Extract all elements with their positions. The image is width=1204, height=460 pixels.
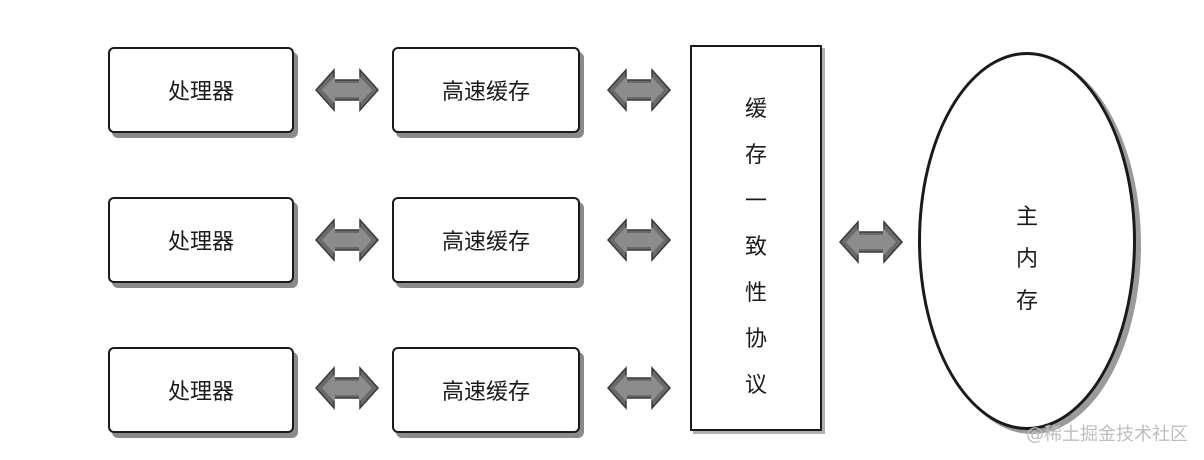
protocol-char: 议 [744,373,767,398]
cache-coherence-protocol-box: 缓 存 一 致 性 协 议 [690,45,822,431]
cache-box-2: 高速缓存 [392,197,580,283]
memory-char: 内 [1015,247,1038,272]
protocol-char: 一 [744,189,767,214]
protocol-char: 致 [744,235,767,260]
memory-char: 存 [1015,289,1038,314]
main-memory-ellipse: 主 内 存 [918,52,1136,430]
cache-label: 高速缓存 [441,380,530,405]
double-arrow-icon [839,221,903,263]
protocol-char: 协 [744,327,767,352]
processor-label: 处理器 [167,80,234,105]
protocol-vertical-label: 缓 存 一 致 性 协 议 [692,87,820,409]
double-arrow-icon [607,367,671,409]
double-arrow-icon [315,69,379,111]
cache-box-3: 高速缓存 [392,347,580,433]
memory-char: 主 [1015,205,1038,230]
processor-box-1: 处理器 [108,47,294,133]
protocol-char: 存 [744,143,767,168]
watermark: @稀土掘金技术社区 [1026,424,1188,445]
double-arrow-icon [607,69,671,111]
double-arrow-icon [315,367,379,409]
main-memory-vertical-label: 主 内 存 [921,197,1133,323]
double-arrow-icon [607,219,671,261]
cache-label: 高速缓存 [441,80,530,105]
double-arrow-icon [315,219,379,261]
processor-label: 处理器 [167,380,234,405]
protocol-char: 性 [744,281,767,306]
protocol-char: 缓 [744,97,767,122]
processor-box-2: 处理器 [108,197,294,283]
processor-box-3: 处理器 [108,347,294,433]
cache-label: 高速缓存 [441,230,530,255]
processor-label: 处理器 [167,230,234,255]
cache-box-1: 高速缓存 [392,47,580,133]
